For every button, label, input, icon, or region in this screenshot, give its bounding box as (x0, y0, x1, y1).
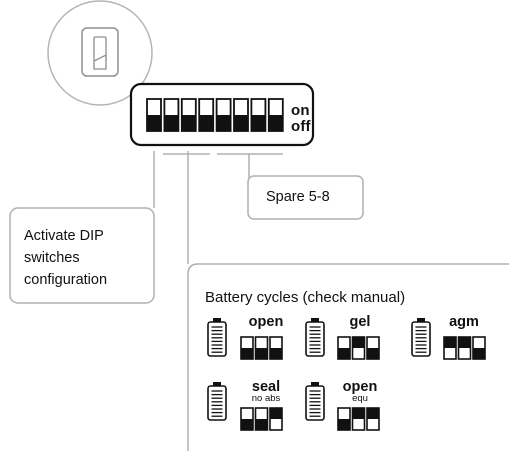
cycle-seal-no-abs-dip-1 (240, 407, 254, 431)
connector-lines (153, 151, 283, 264)
cycle-seal-no-abs-dip-2 (254, 407, 269, 431)
battery-icon-gel (305, 318, 325, 357)
dip-switch-4 (198, 98, 215, 132)
dip-switch-5 (215, 98, 232, 132)
cycle-agm-dip-2 (457, 336, 472, 360)
cycle-label-seal: seal (251, 379, 281, 395)
cycle-agm-dip-1 (443, 336, 457, 360)
cycle-label-open: open (248, 314, 284, 330)
dip-on-label: on (291, 102, 310, 119)
dip-switch-8 (267, 98, 284, 132)
cycle-gel-dip-1 (337, 336, 351, 360)
cycle-seal-no-abs-dip-3 (269, 407, 283, 431)
battery-cycles-graphics (207, 318, 486, 431)
battery-icon-seal-no-abs (207, 382, 227, 421)
activate-label-line2: switches (24, 250, 80, 266)
cycle-agm-dip-3 (472, 336, 486, 360)
cycle-gel-dip-3 (366, 336, 380, 360)
dip-off-label: off (291, 118, 311, 135)
cycle-open-equ-dip-3 (366, 407, 380, 431)
dip-switch-2 (163, 98, 180, 132)
cycle-label-gel: gel (349, 314, 371, 330)
cycle-gel-dip-2 (351, 336, 366, 360)
cycle-label-open-equ: open (342, 379, 378, 395)
light-switch-icon (47, 0, 153, 106)
cycle-label-agm: agm (449, 314, 479, 330)
activate-label-line1: Activate DIP (24, 228, 104, 244)
spare-box (247, 175, 364, 220)
cycle-sublabel-no-abs: no abs (251, 393, 281, 404)
battery-icon-agm (411, 318, 431, 357)
dip-switch-6 (233, 98, 249, 132)
dip-switch-bank (146, 98, 284, 132)
dip-switch-1 (146, 98, 162, 132)
cycle-open-dip-1 (240, 336, 254, 360)
cycle-open-equ-dip-1 (337, 407, 351, 431)
dip-switch-3 (180, 98, 197, 132)
spare-label: Spare 5-8 (266, 189, 330, 205)
activate-label-line3: configuration (24, 272, 108, 288)
cycle-sublabel-equ: equ (352, 393, 368, 404)
battery-box-title: Battery cycles (check manual) (205, 289, 406, 306)
cycle-open-dip-2 (254, 336, 269, 360)
dip-switch-7 (250, 98, 267, 132)
cycle-open-equ-dip-2 (351, 407, 366, 431)
cycle-open-dip-3 (269, 336, 283, 360)
battery-icon-open-equ (305, 382, 325, 421)
battery-icon-open (207, 318, 227, 357)
activate-box (9, 207, 155, 304)
